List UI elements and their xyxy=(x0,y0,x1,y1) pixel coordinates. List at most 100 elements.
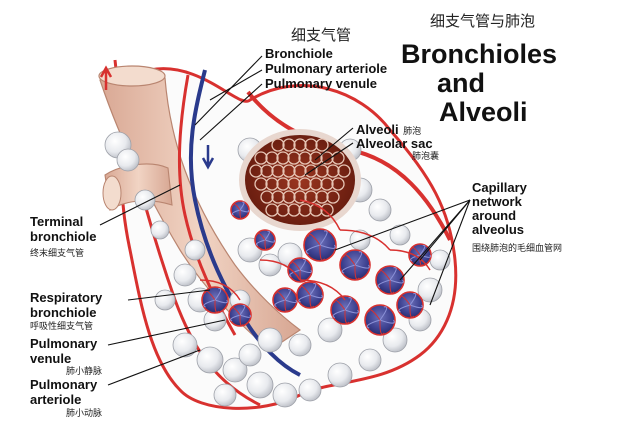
sac-cell xyxy=(309,177,323,191)
alveolus-ball xyxy=(150,220,170,240)
capillary-link xyxy=(389,249,431,271)
capillary-label-1: Capillary xyxy=(472,180,527,195)
sac-cell xyxy=(287,203,301,217)
alveolus-ball xyxy=(288,333,312,357)
capillary-strand xyxy=(299,269,312,274)
capillary-strand xyxy=(284,299,297,304)
alveolus-ball xyxy=(172,332,198,358)
capillary-strand xyxy=(344,297,352,311)
capillary-strand xyxy=(239,201,245,211)
sac-cell xyxy=(293,138,307,152)
alveolus-ball xyxy=(272,382,298,408)
capillary-strand xyxy=(344,309,359,314)
alveolus-ball xyxy=(257,327,283,353)
capillary-strand xyxy=(307,233,321,246)
capillary-strand xyxy=(284,299,289,312)
sac-cell xyxy=(326,164,340,178)
respiratory-bronchiole-label-1: Respiratory xyxy=(30,290,103,305)
respiratory-bronchiole-label-2: bronchiole xyxy=(30,305,97,320)
capillary-strand xyxy=(230,314,241,322)
capillary-networks xyxy=(199,199,432,336)
sac-cell xyxy=(265,151,279,165)
capillary-strand xyxy=(343,254,356,266)
capillary-strand xyxy=(409,304,415,318)
sac-cell xyxy=(271,138,285,152)
alveolus-ball xyxy=(298,378,322,402)
capillary-strand xyxy=(344,309,350,324)
bronchiole-tube xyxy=(99,70,302,351)
alveolus-ball xyxy=(116,148,140,172)
capillary-link xyxy=(299,279,346,301)
alveolus-ball xyxy=(317,317,343,343)
capillary-strand xyxy=(264,239,269,250)
alveolus-ball xyxy=(368,198,392,222)
sac-cell xyxy=(276,151,290,165)
alveolus-ball xyxy=(173,263,197,287)
pulmonary-arteriole-label: Pulmonary arteriole xyxy=(265,61,388,76)
capillary-strand xyxy=(239,314,251,318)
capillary-label-3: around xyxy=(472,208,517,223)
capillary-link xyxy=(259,259,301,281)
sac-cell xyxy=(315,164,329,178)
sac-cell xyxy=(304,164,318,178)
capillary-strand xyxy=(319,230,328,246)
pulmonary-arteriole-left-chinese: 肺小动脉 xyxy=(66,408,103,418)
capillary-strand xyxy=(264,239,275,243)
capillary-strand xyxy=(309,283,317,296)
bronchiole-label: Bronchiole xyxy=(265,46,333,61)
capillary-strand xyxy=(275,291,286,301)
capillary-strand xyxy=(399,295,411,306)
capillary-strand xyxy=(239,314,244,326)
capillary-label-2: network xyxy=(472,194,522,209)
capillary-strand xyxy=(332,309,346,319)
capillary-strand xyxy=(239,304,246,316)
bronchiole-opening xyxy=(98,65,166,87)
capillary-strand xyxy=(239,209,250,213)
capillary-strand xyxy=(341,264,356,274)
alveoli-balls xyxy=(104,131,451,408)
capillary-strand xyxy=(410,254,421,262)
capillary-label-4: alveolus xyxy=(472,222,525,237)
sac-cell xyxy=(304,138,318,152)
capillary-strand xyxy=(257,232,266,241)
sac-cell xyxy=(315,190,329,204)
alveolus-ball xyxy=(417,277,443,303)
capillary-strand xyxy=(239,209,243,220)
title-line-1: Bronchioles xyxy=(401,39,558,69)
alveolus-ball xyxy=(222,357,248,383)
side-bronchiole-opening xyxy=(102,175,122,211)
capillary-strand xyxy=(398,304,411,313)
alveolar-sac-cutaway xyxy=(239,129,361,231)
sac-cell xyxy=(298,177,312,191)
capillary-strand xyxy=(377,279,391,289)
pulmonary-venule-left-label-2: venule xyxy=(30,351,72,366)
sac-cell xyxy=(282,138,296,152)
capillary-strand xyxy=(354,251,363,266)
title-line-2: and xyxy=(437,68,486,98)
pulmonary-venule-label: Pulmonary venule xyxy=(265,76,377,91)
alveolar-sac-chinese: 肺泡囊 xyxy=(412,151,440,161)
alveolus-ball xyxy=(327,362,353,388)
capillary-strand xyxy=(379,270,391,281)
capillary-strand xyxy=(231,209,241,216)
sac-cell xyxy=(249,164,263,178)
sac-cell xyxy=(293,190,307,204)
sac-cell xyxy=(287,151,301,165)
pulmonary-arteriole-left-label-2: arteriole xyxy=(30,392,82,407)
capillary-strand xyxy=(411,247,421,256)
sac-cell xyxy=(260,190,274,204)
alveolus-ball xyxy=(389,224,411,246)
sac-cell xyxy=(271,190,285,204)
sac-cell xyxy=(260,164,274,178)
sac-cell xyxy=(265,177,279,191)
sac-cell xyxy=(309,203,323,217)
sac-cell xyxy=(337,164,351,178)
capillary-chinese: 围绕肺泡的毛细血管网 xyxy=(472,243,563,253)
capillary-strand xyxy=(290,261,301,271)
alveolus-ball xyxy=(382,327,408,353)
terminal-bronchiole-label-1: Terminal xyxy=(30,214,84,229)
capillary-strand xyxy=(289,269,301,277)
capillary-strand xyxy=(204,290,216,301)
